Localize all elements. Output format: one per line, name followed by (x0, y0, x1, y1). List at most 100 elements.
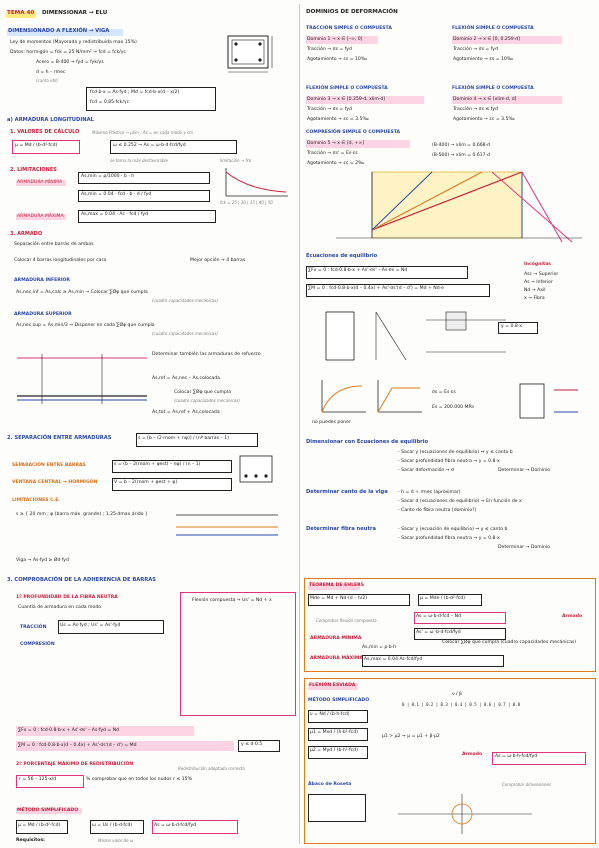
es-eq: Es = 200.000 MPa (432, 405, 474, 410)
esviada-mu1: μ1 = Mxd / (h·b²·fcd) (310, 730, 358, 735)
esviada-result: As = ω·b·h·fcd/fyd (495, 754, 538, 759)
armadura-inferior-label: ARMADURA INFERIOR (14, 278, 70, 283)
esviada-nu: ν = Nd / (b·h·fcd) (310, 712, 350, 717)
dim3-line3: Determinar → Dominio (498, 545, 551, 550)
armadura-minima-label: ARMADURA MÍNIMA (17, 180, 63, 185)
dim2-line2: - Sacar d (ecuaciones de equilibrio) → E… (398, 499, 522, 504)
refuerzo-line3: Colocar ∑Øφ que cumpla (174, 390, 232, 395)
equilibrio-fx: ∑Fx = 0 : fcd·0.8·b·x + As'·σs' – As·fyd… (18, 728, 120, 733)
ehlers-max-label: ARMADURA MÁXIMA (310, 656, 363, 661)
xlim-b400: (B-400) → xlim = 0.668·d (432, 143, 490, 148)
refuerzo-line2: As,ref = As,nec – As,colocada (152, 376, 220, 381)
incognita-nd: Nd → Axil (524, 288, 546, 293)
right-column: DOMINIOS DE DEFORMACIÓN TRACCIÓN SIMPLE … (302, 0, 597, 848)
s1-line2: Datos: hormigón = fck = 25 N/mm² → fcd =… (10, 50, 126, 55)
dim-equilibrio-title: Dimensionar con Ecuaciones de equilibrio (306, 439, 429, 445)
separacion-eq3: V = b – 2(rnom + φest + φ) (114, 480, 178, 485)
dominio1-agotamiento: Agotamiento → εs = 10‰ (307, 57, 368, 62)
porcentaje-label: 2º PORCENTAJE MÁXIMO DE REDISTRIBUCIÓN (16, 762, 134, 767)
separacion-eq2: s = (b – 2(rnom + φest) – nφ) / (n – 1) (114, 462, 201, 467)
dim1-line2: - Sacar profundidad fibra neutra → y = 0… (398, 459, 500, 464)
dim-canto-title: Determinar canto de la viga (306, 489, 388, 495)
equilibrio-eq2: ∑M = 0 : fcd·0.8·b·x(d – 0.4x) + As'·σs'… (308, 286, 444, 291)
ehlers-title: TEOREMA DE EHLERS (309, 583, 365, 588)
armado-line3: Mejor opción → 4 barras (190, 258, 246, 263)
dominio1-range: Dominio 1 → x ∈ [–∞, 0] (307, 37, 363, 42)
armado-line2: Colocar 4 barras longitudinales por cara (14, 258, 107, 263)
esviada-title: FLEXIÓN ESVIADA (309, 683, 356, 688)
ehlers-as: As = ω·b·d·fcd – Nd (416, 614, 461, 619)
incognita-asc: Asc → Superior (524, 272, 559, 277)
traccion-heading: TRACCIÓN SIMPLE O COMPUESTA (306, 26, 392, 31)
ventana-central-label: VENTANA CENTRAL → HORMIGÓN (12, 480, 98, 485)
subsection-limitaciones: 2. LIMITACIONES (10, 167, 57, 173)
armado-line1: Separación entre barras de ambas (14, 242, 94, 247)
dominios-title: DOMINIOS DE DEFORMACIÓN (306, 9, 398, 15)
dominio1-traccion: Tracción → σs = fyd (307, 47, 352, 52)
section-dimensionado: DIMENSIONADO A FLEXIÓN → VIGA (8, 28, 110, 34)
incognita-as: As → Inferior (524, 280, 553, 285)
metodo-simplificado-label: MÉTODO SIMPLIFICADO (17, 808, 79, 813)
roseta-sketch (398, 794, 532, 834)
xlim-b500: (B-500) → xlim = 0.617·d (432, 153, 490, 158)
s1-equation: fcd·b·x = As·fyd ; Md = fcd·b·x(d – x/2) (90, 90, 180, 95)
separacion-eq1: s = [b – (2·rnom + nφ)] / (nº barras – 1… (138, 436, 229, 441)
esviada-subtitle: MÉTODO SIMPLIFICADO (308, 698, 370, 703)
beam-section-sketch (227, 35, 273, 73)
incognitas-title: Incógnitas (524, 262, 552, 267)
y-condition: y ≤ d·0.5 (241, 742, 263, 747)
ehlers-as-prime: As' = ω'·b·d·fcd/fyd (416, 630, 461, 635)
equilibrio-eq1: ∑Fx = 0 : fcd·0.8·b·x + As'·σs' – As·σs … (308, 268, 408, 273)
equilibrio-m: ∑M = 0 : fcd·0.8·b·x(d – 0.4x) + As'·σs'… (18, 743, 137, 748)
topic-number: TEMA 40 (7, 10, 35, 16)
esviada-note2: Comprobar dimensiones (502, 782, 551, 787)
dominio3-traccion: Tracción → σs = fyd (307, 107, 352, 112)
graph-label: limitación → fck (220, 158, 252, 163)
limitaciones-ce-label: LIMITACIONES C.E. (12, 498, 61, 503)
rebar-layout-sketch (17, 354, 147, 404)
esviada-armado: Armado (462, 752, 483, 757)
flexion-heading-3: FLEXIÓN SIMPLE O COMPUESTA (452, 86, 534, 91)
subsection-armado: 3. ARMADO (10, 231, 43, 237)
armadura-inferior-eq: As,nec,inf = As,calc ≥ As,min → Colocar … (16, 290, 148, 295)
equilibrio-title: Ecuaciones de equilibrio (306, 253, 378, 259)
profundidad-line1: Cuantía de armadura en cada modo (18, 605, 102, 610)
section-separacion: 2. SEPARACIÓN ENTRE ARMADURAS (7, 435, 112, 441)
limitaciones-ce-line: s ≥ { 20 mm ; φ (barra máx. grande) ; 1.… (16, 512, 148, 517)
metodo-result: As = ω·b·d·fcd/fyd (154, 823, 197, 828)
section-armadura-longitudinal: a) ARMADURA LONGITUDINAL (7, 117, 94, 123)
ehlers-max-eq: As,max = 0.04·Ac·fcd/fyd (364, 657, 423, 662)
dominio2-range: Dominio 2 → x ∈ [0, 0.259·d] (453, 37, 520, 42)
abaco-roseta-label: Ábaco de Roseta (308, 782, 352, 787)
dominio5-range: Dominio 5 → x ∈ [d, +∞] (307, 141, 364, 146)
metodo-omega: ω = Us / (b·d·fcd) (92, 823, 133, 828)
traccion-label: TRACCIÓN (20, 625, 47, 630)
compresion-label: COMPRESIÓN (20, 642, 55, 647)
section-adherencia: 3. COMPROBACIÓN DE LA ADHERENCIA DE BARR… (7, 577, 157, 583)
graph-values: fck = 25 | 30 | 35 | 40 | 50 (220, 200, 273, 205)
s1-line1: Ley de momentos (Mayorada y redistribuid… (10, 40, 137, 45)
incognita-x: x → Fibra (524, 296, 545, 301)
refuerzo-line5: As,tot = As,ref + As,colocada (152, 410, 220, 415)
flexion-heading-2: FLEXIÓN SIMPLE O COMPUESTA (306, 86, 388, 91)
ehlers-min-eq: As,min = ρ·b·h (362, 645, 397, 650)
dominio4-range: Dominio 4 → x ∈ [xlim·d, d] (453, 97, 517, 102)
dominio3-agotamiento: Agotamiento → εc = 3.5‰ (307, 117, 369, 122)
ehlers-mu: μ = Mde / (b·d²·fcd) (420, 596, 466, 601)
dominio4-traccion: Tracción → σs ≤ fyd (453, 107, 498, 112)
left-column: TEMA 40 DIMENSIONAR → ELU DIMENSIONADO A… (2, 0, 297, 848)
asmin-eq2: As,min = 0.04 · fcd · b · d / fyd (81, 192, 152, 197)
armadura-superior-label: ARMADURA SUPERIOR (14, 312, 72, 317)
dominio2-traccion: Tracción → σs = fyd (453, 47, 498, 52)
ehlers-note2: Armado (562, 614, 583, 619)
dominio4-agotamiento: Agotamiento → εc = 3.5‰ (453, 117, 515, 122)
refuerzo-line4: (cuadro capacidades mecánicas) (174, 398, 240, 403)
column-divider (299, 4, 300, 844)
dominio2-agotamiento: Agotamiento → εs = 10‰ (453, 57, 514, 62)
subsection-valores-calculo: 1. VALORES DE CÁLCULO (10, 129, 80, 135)
separation-section-sketch (239, 455, 273, 483)
ehlers-note1: Comprobar flexión compuesta (316, 618, 377, 623)
dominio5-traccion: Tracción → σs' = Es·εs (307, 151, 358, 156)
ehlers-mde: Mde = Md + Nd·(d – h/2) (310, 596, 368, 601)
